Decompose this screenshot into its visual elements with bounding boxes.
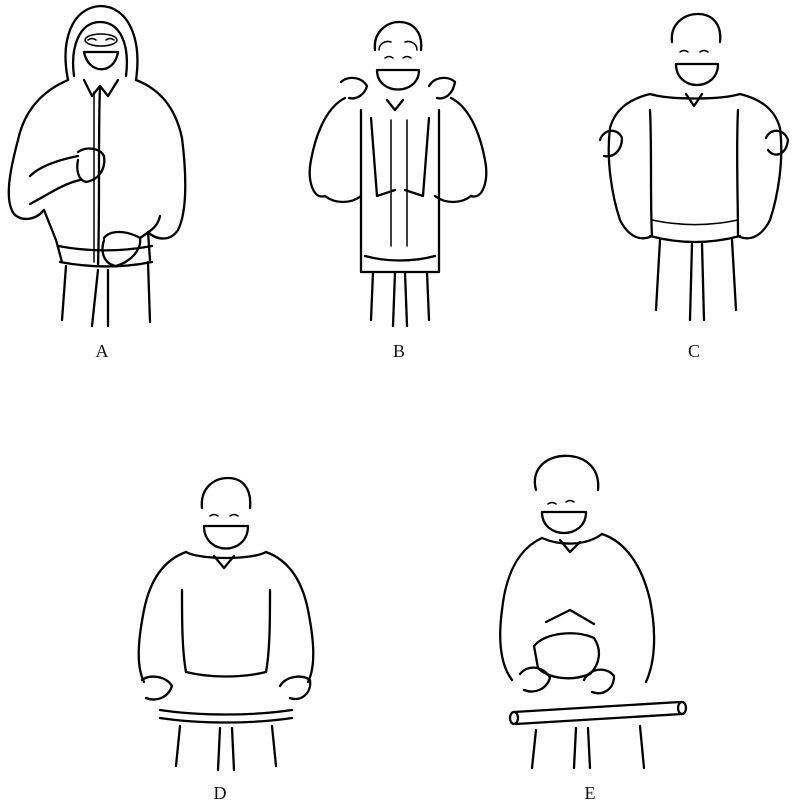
person-rolling-garment-at-waist-icon (490, 450, 710, 770)
panel-label-c: C (674, 341, 714, 362)
panel-label-b: B (379, 341, 419, 362)
panel-e: E (490, 450, 710, 809)
panel-b: B (295, 20, 505, 370)
person-holding-gown-by-shoulders-icon (590, 10, 797, 330)
panel-c: C (590, 10, 797, 370)
panel-a: A (0, 0, 200, 370)
panel-label-e: E (570, 783, 610, 804)
panel-label-a: A (82, 341, 122, 362)
panel-label-d: D (200, 783, 240, 804)
person-pulling-waistband-icon (120, 470, 340, 770)
person-zipping-hooded-jacket-icon (0, 0, 200, 330)
panel-d: D (120, 470, 340, 809)
person-removing-jacket-over-shoulders-icon (295, 20, 505, 330)
